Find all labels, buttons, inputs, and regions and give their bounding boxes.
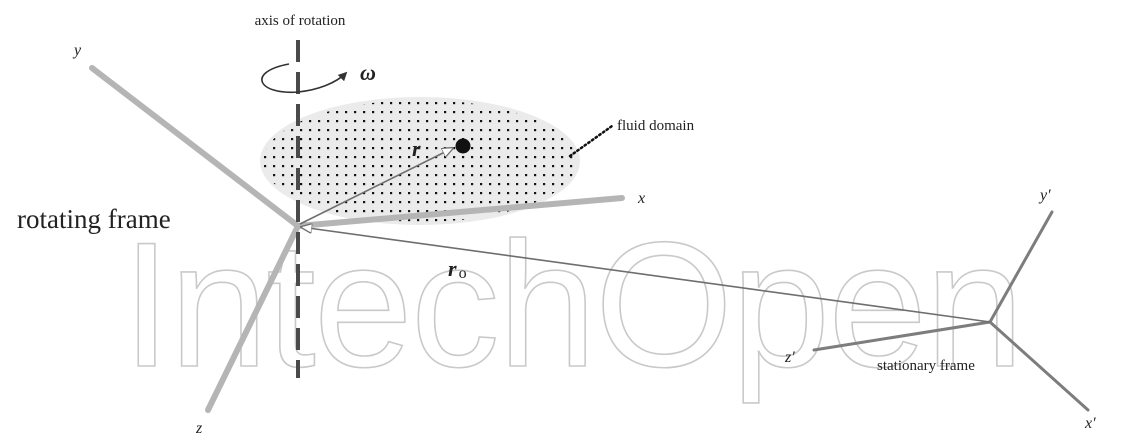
r0-subscript: o (459, 265, 467, 282)
r0-main: r (448, 256, 457, 281)
omega-rotation-arrow (261, 63, 348, 94)
stationary-z-label: z′ (784, 349, 795, 366)
fluid-domain-dots (263, 100, 577, 222)
stationary-y-label: y′ (1038, 187, 1051, 204)
stationary-x-axis (988, 320, 1090, 412)
omega-label: ω (360, 60, 376, 85)
axis-of-rotation-label: axis of rotation (255, 13, 346, 29)
r-vector-label: r (412, 136, 421, 161)
rotating-frame-label: rotating frame (17, 204, 171, 234)
fluid-domain-label: fluid domain (617, 118, 695, 134)
rotating-y-label: y (72, 42, 82, 59)
r0-vector (301, 227, 991, 323)
stationary-z-axis (812, 320, 992, 352)
watermark-text: IntechOpen (122, 205, 1022, 404)
fluid-particle (455, 138, 471, 154)
fluid-domain-leader (568, 124, 614, 158)
r-vector (299, 148, 453, 225)
rotating-x-label: x (637, 190, 645, 207)
rotating-z-axis (205, 223, 301, 413)
rotating-x-axis (295, 195, 625, 229)
stationary-x-label: x′ (1084, 415, 1096, 432)
stationary-frame-label: stationary frame (877, 358, 975, 374)
rotating-z-label: z (195, 420, 203, 433)
stationary-y-axis (988, 210, 1054, 324)
rotating-y-axis (89, 65, 301, 229)
